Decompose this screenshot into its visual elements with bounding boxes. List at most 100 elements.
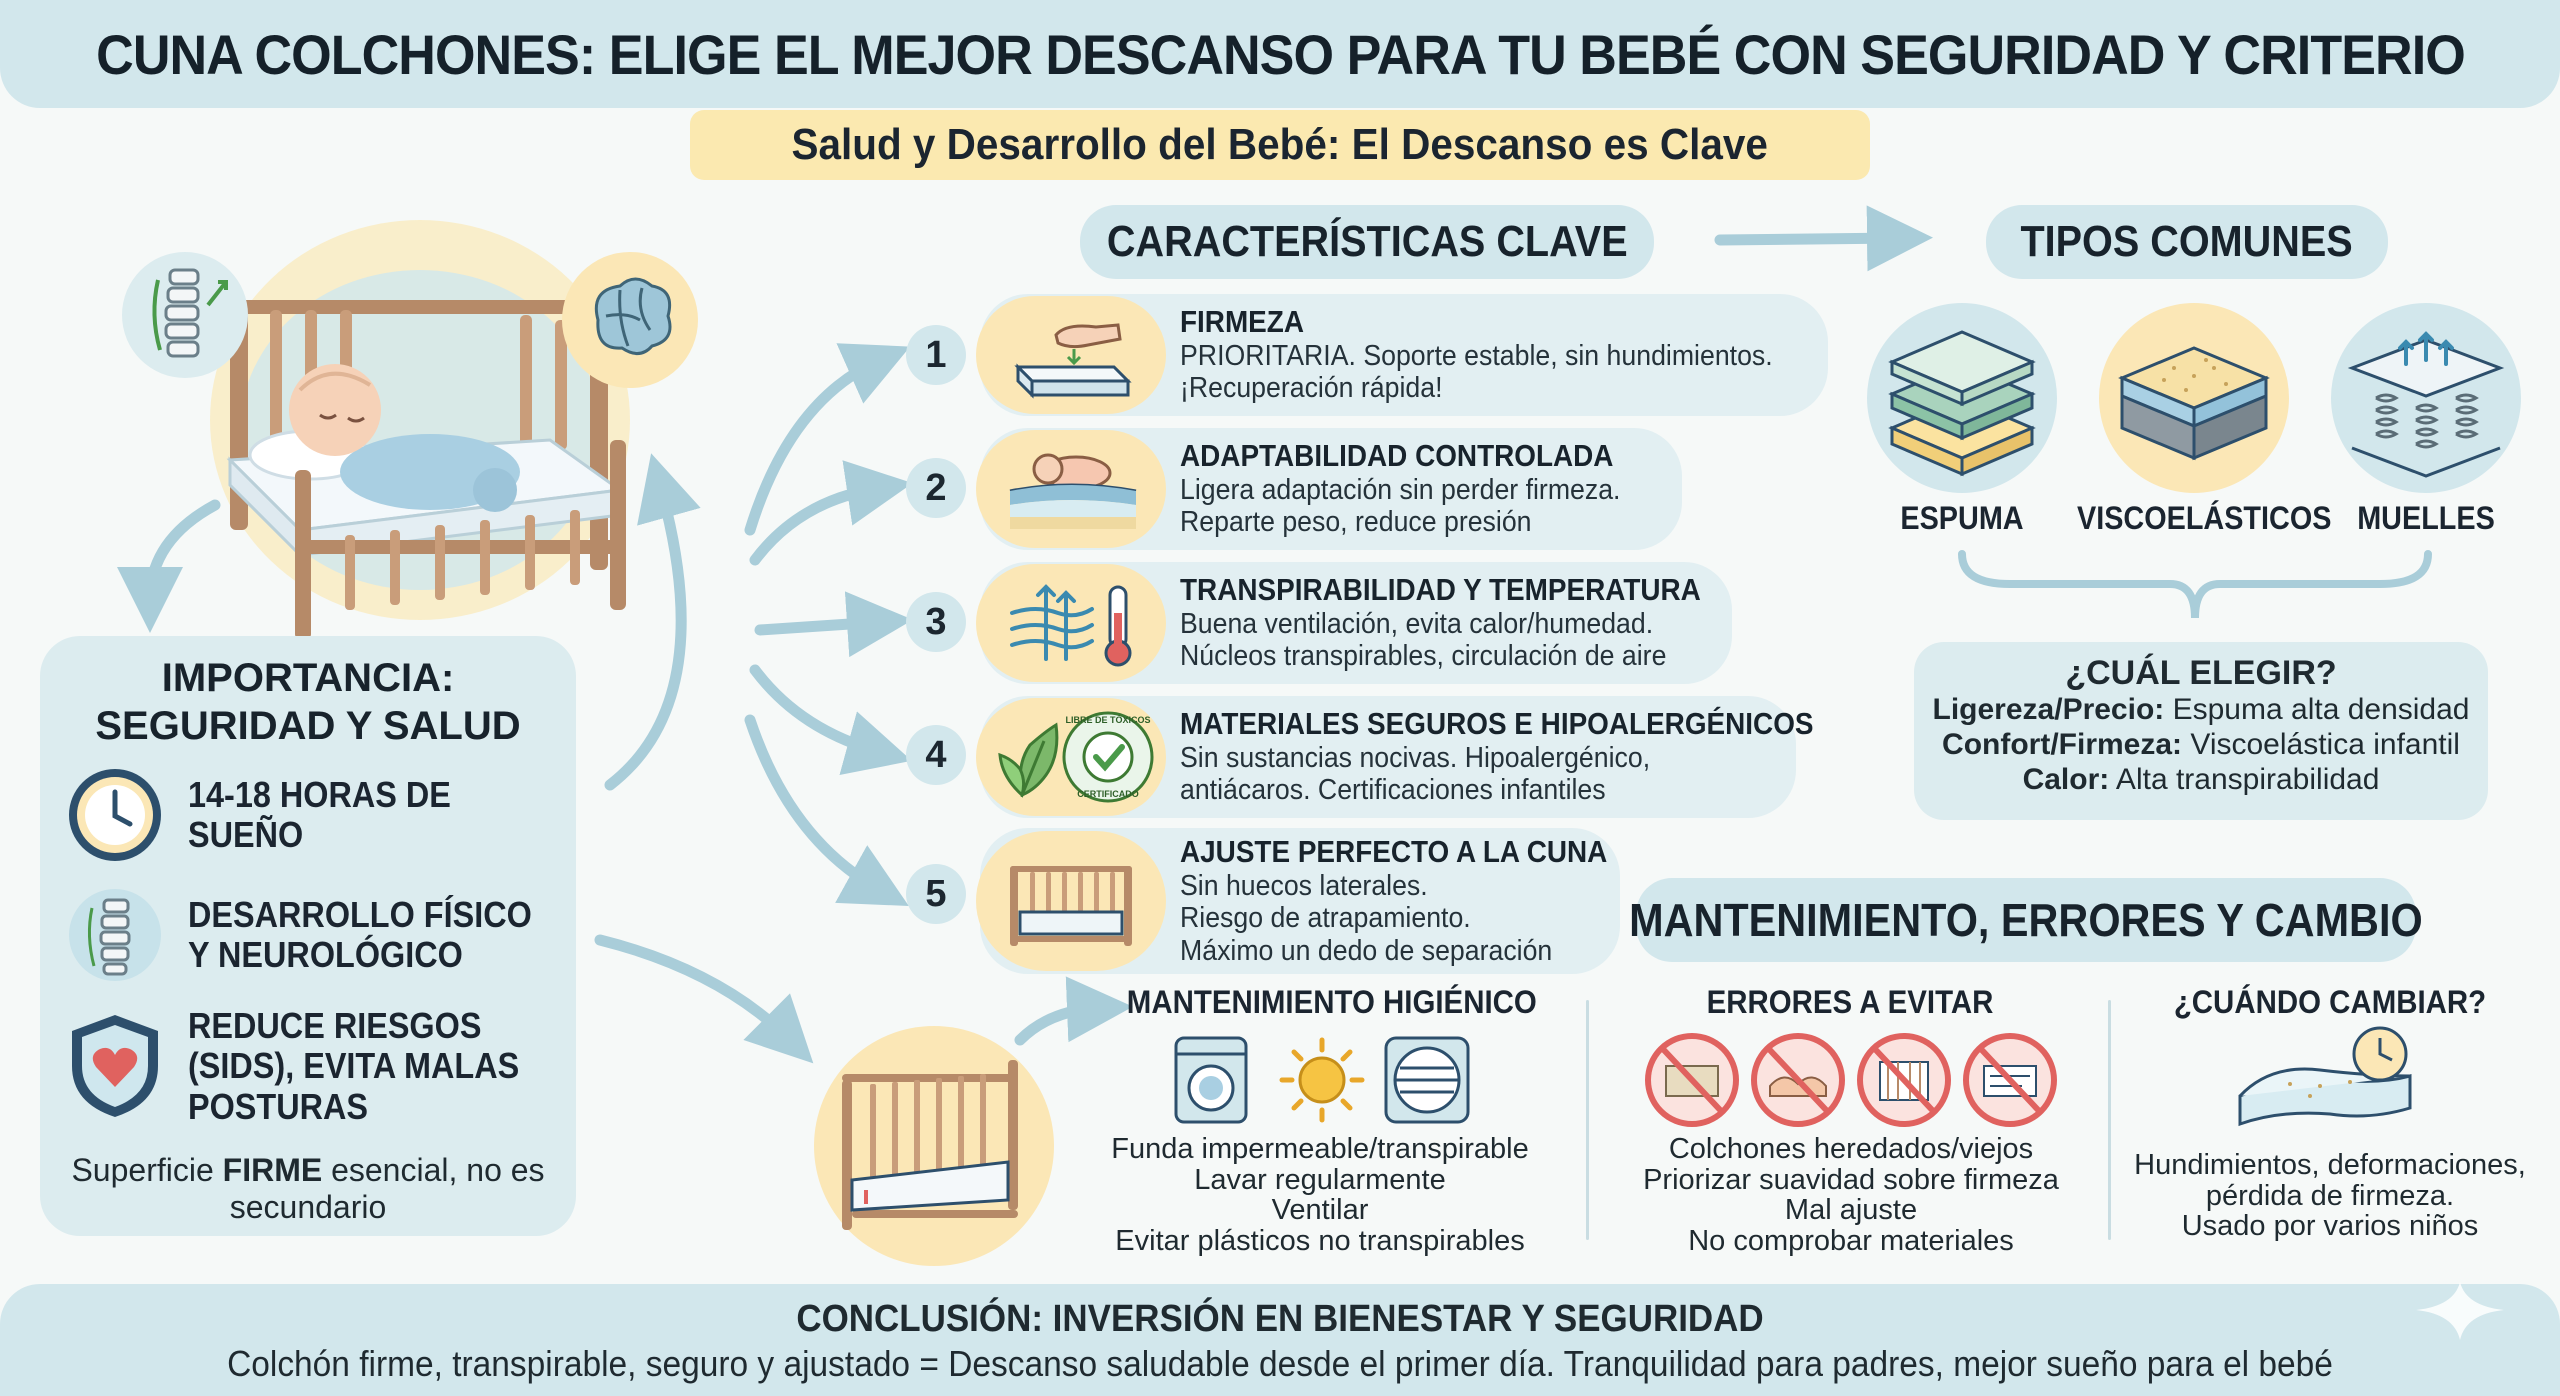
- change-lines: Hundimientos, deformaciones, pérdida de …: [2130, 1150, 2530, 1242]
- clock-icon: [69, 769, 161, 861]
- shield-heart-icon: [72, 1015, 158, 1118]
- importance-title-line1: IMPORTANCIA:: [161, 656, 455, 700]
- sun-icon: [1279, 1037, 1365, 1123]
- feature-firmeza-title: FIRMEZA: [1180, 304, 1304, 340]
- importance-item-risk-line1: REDUCE RIESGOS: [188, 1005, 482, 1046]
- key-features-heading: CARACTERÍSTICAS CLAVE: [1080, 205, 1654, 279]
- choose-row-3-label: Calor:: [2022, 762, 2110, 796]
- feature-materiales-title: MATERIALES SEGUROS E HIPOALERGÉNICOS: [1180, 706, 1814, 742]
- importance-note-bold: FIRME: [222, 1152, 323, 1188]
- choose-row-2-value: Viscoelástica infantil: [2182, 727, 2460, 761]
- feature-transpirabilidad-line2: Núcleos transpirables, circulación de ai…: [1180, 640, 1667, 673]
- memory-foam-icon: [2099, 303, 2289, 493]
- types-heading: TIPOS COMUNES: [1986, 205, 2388, 279]
- type-label-muelles: MUELLES: [2357, 500, 2495, 536]
- maintenance-heading-text: MANTENIMIENTO, ERRORES Y CAMBIO: [1629, 894, 2423, 946]
- arrow-to-feature-2: [749, 460, 913, 566]
- feature-materiales: LIBRE DE TÓXICOS CERTIFICADO MATERIALES …: [976, 696, 1814, 818]
- arrow-importance-to-crib: [604, 453, 701, 791]
- feature-number-4: 4: [906, 725, 966, 785]
- types-brace: [1958, 550, 2432, 619]
- hygiene-line-3: Ventilar: [1271, 1194, 1369, 1227]
- importance-item-risk: REDUCE RIESGOS (SIDS), EVITA MALAS POSTU…: [66, 1005, 556, 1127]
- importance-item-risk-line2: (SIDS), EVITA MALAS: [188, 1045, 520, 1087]
- choose-row-3-value: Alta transpirabilidad: [2109, 762, 2380, 796]
- no-old-mattress-icon: [1645, 1033, 1739, 1127]
- feature-ajuste: AJUSTE PERFECTO A LA CUNA Sin huecos lat…: [976, 828, 1620, 974]
- feature-number-1: 1: [906, 325, 966, 385]
- feature-firmeza: FIRMEZA PRIORITARIA. Soporte estable, si…: [976, 294, 1828, 416]
- badge-top-text: LIBRE DE TÓXICOS: [1065, 714, 1150, 725]
- feature-ajuste-line1: Sin huecos laterales.: [1180, 869, 1428, 902]
- feature-number-3: 3: [906, 592, 966, 652]
- change-line-2: pérdida de firmeza.: [2205, 1179, 2455, 1212]
- key-features-heading-text: CARACTERÍSTICAS CLAVE: [1106, 217, 1628, 266]
- conclusion-body: Colchón firme, transpirable, seguro y aj…: [227, 1343, 2333, 1384]
- choose-title: ¿CUÁL ELEGIR?: [2065, 654, 2337, 692]
- no-soft-mattress-icon: [1751, 1033, 1845, 1127]
- type-label-espuma: ESPUMA: [1900, 500, 2024, 536]
- crib-fit-icon: [976, 831, 1166, 971]
- title-bar: CUNA COLCHONES: ELIGE EL MEJOR DESCANSO …: [0, 0, 2560, 108]
- feature-adaptabilidad-line1: Ligera adaptación sin perder firmeza.: [1180, 473, 1621, 506]
- feature-transpirabilidad-title: TRANSPIRABILIDAD Y TEMPERATURA: [1180, 572, 1701, 608]
- importance-item-development: DESARROLLO FÍSICO Y NEUROLÓGICO: [66, 886, 570, 984]
- arrow-to-feature-1: [744, 343, 911, 536]
- hygiene-line-2: Lavar regularmente: [1194, 1163, 1446, 1196]
- importance-note: Superficie FIRME esencial, no es secunda…: [40, 1152, 576, 1226]
- no-unchecked-label-icon: [1963, 1033, 2057, 1127]
- fan-vent-icon: [1384, 1036, 1470, 1124]
- errors-line-3: Mal ajuste: [1784, 1194, 1918, 1227]
- importance-title: IMPORTANCIA: SEGURIDAD Y SALUD: [40, 654, 576, 750]
- feature-adaptabilidad-title: ADAPTABILIDAD CONTROLADA: [1180, 438, 1614, 474]
- importance-item-development-line1: DESARROLLO FÍSICO: [188, 893, 532, 935]
- errors-line-1: Colchones heredados/viejos: [1668, 1133, 2034, 1165]
- feature-ajuste-line2: Riesgo de atrapamiento.: [1180, 902, 1471, 935]
- error-icons: [1645, 1033, 2057, 1127]
- feature-materiales-line2: antiácaros. Certificaciones infantiles: [1180, 774, 1606, 807]
- spine-icon: [69, 889, 161, 981]
- conclusion-title: CONCLUSIÓN: INVERSIÓN EN BIENESTAR Y SEG…: [796, 1298, 1764, 1340]
- feature-transpirabilidad: TRANSPIRABILIDAD Y TEMPERATURA Buena ven…: [976, 562, 1732, 684]
- page-title: CUNA COLCHONES: ELIGE EL MEJOR DESCANSO …: [95, 22, 2466, 86]
- arrow-to-feature-4: [749, 664, 912, 776]
- choose-row-1: Ligereza/Precio: Espuma alta densidad: [1914, 693, 2488, 728]
- hand-press-mattress-icon: [976, 296, 1166, 414]
- feature-ajuste-line3: Máximo un dedo de separación: [1180, 934, 1553, 967]
- subtitle-banner: Salud y Desarrollo del Bebé: El Descanso…: [690, 110, 1870, 180]
- sparkle-icon: [2416, 1282, 2504, 1340]
- change-line-1: Hundimientos, deformaciones,: [2134, 1149, 2526, 1181]
- hygiene-line-1: Funda impermeable/transpirable: [1111, 1133, 1529, 1165]
- feature-transpirabilidad-line1: Buena ventilación, evita calor/humedad.: [1180, 607, 1654, 640]
- type-label-viscoelasticos: VISCOELÁSTICOS: [2077, 500, 2332, 536]
- feature-adaptabilidad: ADAPTABILIDAD CONTROLADA Ligera adaptaci…: [976, 428, 1682, 550]
- foam-layers-icon: [1867, 303, 2057, 493]
- feature-firmeza-line1: PRIORITARIA. Soporte estable, sin hundim…: [1180, 339, 1773, 372]
- errors-line-4: No comprobar materiales: [1688, 1225, 2014, 1258]
- errors-title: ERRORES A EVITAR: [1706, 984, 1994, 1020]
- change-line-3: Usado por varios niños: [2181, 1210, 2479, 1243]
- maintenance-crib-illustration: [814, 1026, 1054, 1266]
- baby-on-layers-icon: [976, 430, 1166, 548]
- conclusion-bar: CONCLUSIÓN: INVERSIÓN EN BIENESTAR Y SEG…: [0, 1284, 2560, 1396]
- change-title: ¿CUÁNDO CAMBIAR?: [2173, 984, 2487, 1020]
- hygiene-lines: Funda impermeable/transpirable Lavar reg…: [1090, 1134, 1550, 1257]
- feature-adaptabilidad-line2: Reparte peso, reduce presión: [1180, 506, 1532, 539]
- feature-number-2: 2: [906, 458, 966, 518]
- arrow-features-to-types: [1714, 205, 1933, 272]
- hygiene-icons: [1174, 1036, 1470, 1124]
- importance-note-prefix: Superficie: [71, 1152, 223, 1188]
- leaf-certified-icon: LIBRE DE TÓXICOS CERTIFICADO: [976, 698, 1166, 816]
- choose-card: ¿CUÁL ELEGIR? Ligereza/Precio: Espuma al…: [1914, 642, 2488, 820]
- page-subtitle: Salud y Desarrollo del Bebé: El Descanso…: [791, 120, 1769, 169]
- feature-number-5: 5: [906, 864, 966, 924]
- importance-note-suffix: esencial, no es: [322, 1152, 545, 1188]
- errors-line-2: Priorizar suavidad sobre firmeza: [1643, 1163, 2059, 1196]
- sleeping-baby-crib-illustration: [210, 220, 630, 640]
- choose-row-2: Confort/Firmeza: Viscoelástica infantil: [1914, 728, 2488, 763]
- hygiene-line-4: Evitar plásticos no transpirables: [1115, 1225, 1525, 1258]
- arrow-to-maintenance: [594, 934, 814, 1064]
- importance-card: IMPORTANCIA: SEGURIDAD Y SALUD 14-18 HOR…: [40, 636, 576, 1236]
- importance-item-sleep-line2: SUEÑO: [188, 814, 304, 855]
